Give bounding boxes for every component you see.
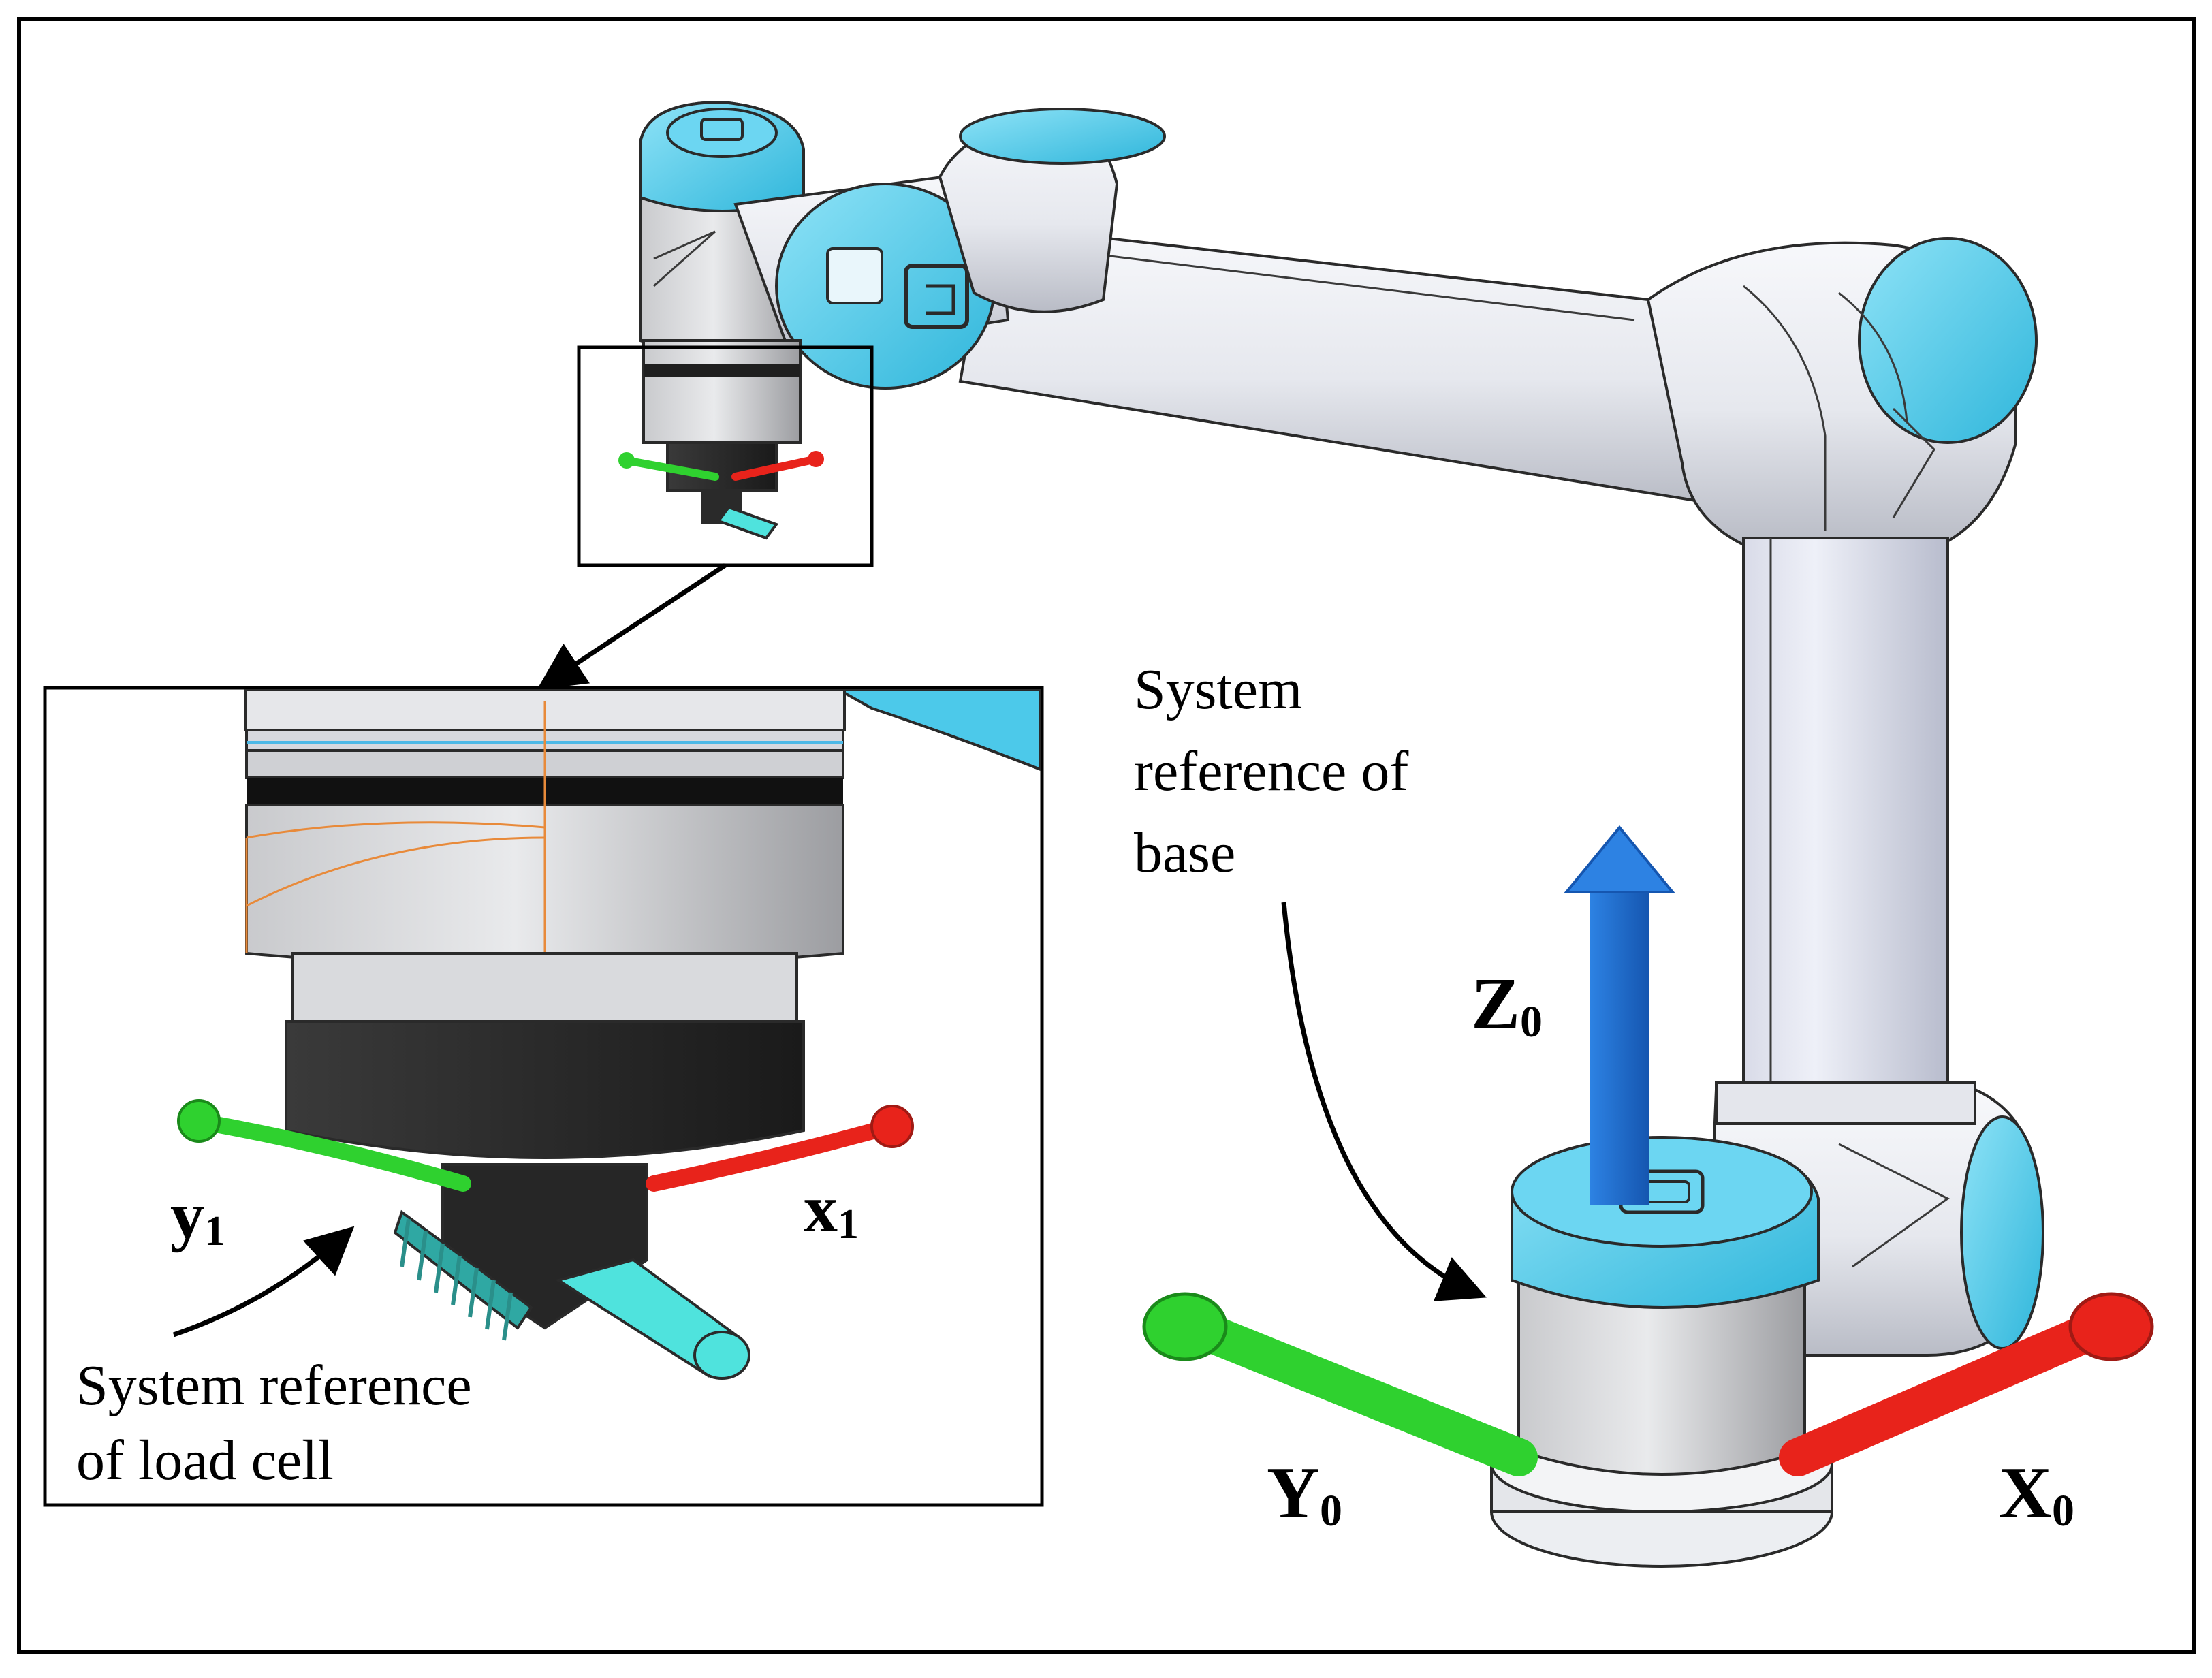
x0-label: X0: [1999, 1453, 2074, 1536]
z0-label: Z0: [1471, 964, 1543, 1047]
brush-tool: [393, 1209, 750, 1380]
tool-flange-small: [642, 339, 802, 540]
x0-axis-arrow: [1779, 1312, 2110, 1476]
x1-label: x1: [804, 1171, 859, 1248]
lower-arm-link: [1742, 537, 1949, 1105]
load-cell-inset: y1 x1 System reference of load cell: [43, 686, 1044, 1507]
y1-label: y1: [170, 1177, 225, 1254]
base-caption-line-2: reference of: [1134, 740, 1408, 803]
z0-axis-arrow: [1590, 885, 1649, 1205]
wrist-1-cap: [959, 108, 1166, 165]
wrist-2-joint: [775, 183, 996, 390]
base-caption-line-3: base: [1134, 821, 1235, 885]
load-cell-caption-line-1: System reference: [76, 1354, 472, 1417]
robot-base: [1490, 1135, 1833, 1568]
base-caption-line-1: System: [1134, 658, 1302, 721]
zoom-arrow: [537, 563, 727, 690]
upper-link-edge-line: [1021, 244, 1635, 321]
y1-axis-arrow: [196, 1114, 471, 1192]
wrist-1-joint: [938, 108, 1166, 313]
base-pointer-arrow: [1281, 902, 1487, 1301]
load-cell-body: [285, 1020, 805, 1159]
x1-axis-arrow: [646, 1120, 894, 1192]
load-cell-caption-line-2: of load cell: [76, 1429, 334, 1492]
shoulder-cap: [1960, 1115, 2044, 1350]
y0-axis-arrow: [1186, 1312, 1538, 1476]
y0-label: Y0: [1267, 1453, 1342, 1536]
load-cell-pointer-arrow: [172, 1226, 355, 1337]
elbow-joint: [1646, 237, 2038, 546]
wrist-3-joint: [639, 100, 805, 355]
robot-arm: [618, 100, 2044, 1568]
figure-border: [17, 17, 2196, 1654]
load-cell-axes: [177, 1099, 914, 1192]
elbow-cap: [1858, 237, 2038, 444]
tool-axes-small: [618, 451, 824, 481]
base-axes: [1142, 825, 2154, 1476]
